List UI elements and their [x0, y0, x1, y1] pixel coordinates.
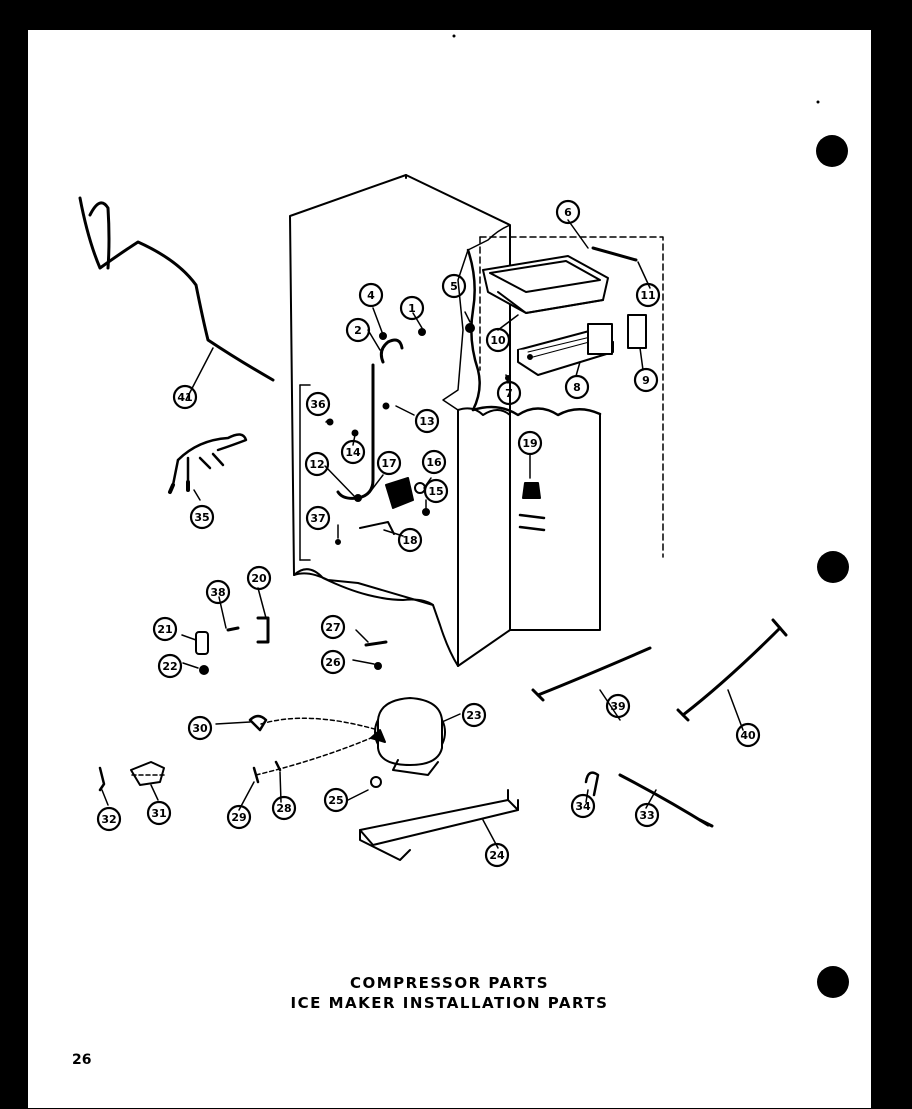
callout-38: 38 — [210, 586, 225, 599]
callout-40: 40 — [740, 729, 756, 742]
callout-5: 5 — [450, 280, 458, 293]
grommet-pin — [364, 640, 388, 670]
screw-38 — [226, 626, 240, 632]
ice-rod — [591, 246, 638, 262]
callout-35: 35 — [194, 511, 209, 524]
callout-26: 26 — [325, 656, 341, 669]
callout-37: 37 — [310, 512, 325, 525]
callout-10: 10 — [490, 334, 506, 347]
binder-holes — [452, 34, 849, 998]
leader-lines — [101, 219, 744, 849]
callout-9: 9 — [642, 374, 650, 387]
callout-8: 8 — [573, 381, 581, 394]
ice-maker-unit — [517, 323, 614, 376]
callout-28: 28 — [276, 802, 291, 815]
callout-41: 41 — [177, 391, 192, 404]
callout-6: 6 — [564, 206, 572, 219]
callout-17: 17 — [381, 457, 396, 470]
callout-16: 16 — [426, 456, 442, 469]
callout-numbers: 1 2 4 5 6 7 8 9 10 11 12 13 14 15 16 17 … — [101, 206, 756, 862]
callout-4: 4 — [367, 289, 375, 302]
callout-7: 7 — [505, 387, 513, 400]
page-number: 26 — [72, 1052, 92, 1068]
callout-12: 12 — [309, 458, 324, 471]
compressor-base-plate — [359, 789, 519, 861]
callout-markers — [96, 199, 761, 868]
callout-29: 29 — [231, 811, 246, 824]
power-cord-33 — [618, 773, 714, 828]
ice-bucket — [482, 255, 609, 314]
callout-2: 2 — [354, 324, 362, 337]
callout-25: 25 — [328, 794, 343, 807]
title-compressor-parts: COMPRESSOR PARTS — [349, 974, 550, 992]
valve-bracket — [359, 521, 395, 535]
callout-22: 22 — [162, 660, 177, 673]
callout-1: 1 — [408, 302, 416, 315]
callout-18: 18 — [402, 534, 417, 547]
callout-30: 30 — [192, 722, 208, 735]
callout-27: 27 — [325, 621, 340, 634]
mounting-clip — [256, 616, 270, 644]
callout-24: 24 — [489, 849, 505, 862]
lead-wire-40 — [676, 618, 788, 722]
callout-33: 33 — [639, 809, 654, 822]
callout-11: 11 — [640, 289, 655, 302]
callout-15: 15 — [428, 485, 443, 498]
callout-23: 23 — [466, 709, 481, 722]
compressor — [370, 697, 446, 776]
callout-32: 32 — [101, 813, 116, 826]
cord-clip-34 — [584, 771, 600, 797]
fill-cup — [518, 482, 546, 532]
defrost-drain-tube — [78, 196, 275, 382]
parts-diagram-sheet: 1 2 4 5 6 7 8 9 10 11 12 13 14 15 16 17 … — [28, 30, 871, 1108]
callout-20: 20 — [251, 572, 267, 585]
callout-34: 34 — [575, 800, 591, 813]
callout-21: 21 — [157, 623, 172, 636]
callout-19: 19 — [522, 437, 537, 450]
title-ice-maker-parts: ICE MAKER INSTALLATION PARTS — [290, 994, 609, 1012]
ice-maker-bracket — [627, 314, 647, 349]
start-relay-cover — [130, 761, 165, 786]
callout-13: 13 — [419, 415, 434, 428]
grommet-25 — [370, 776, 382, 788]
callout-31: 31 — [151, 807, 166, 820]
callout-36: 36 — [310, 398, 326, 411]
capacitor — [195, 631, 209, 675]
callout-14: 14 — [345, 446, 361, 459]
wiring-harness — [168, 433, 248, 494]
callout-39: 39 — [610, 700, 625, 713]
dashed-assembly-outlines — [299, 236, 664, 561]
exploded-view-drawing: 1 2 4 5 6 7 8 9 10 11 12 13 14 15 16 17 … — [78, 34, 849, 998]
lead-wire-39 — [531, 646, 652, 702]
relay-clip — [98, 766, 106, 792]
refrigerator-cabinet — [289, 174, 602, 667]
